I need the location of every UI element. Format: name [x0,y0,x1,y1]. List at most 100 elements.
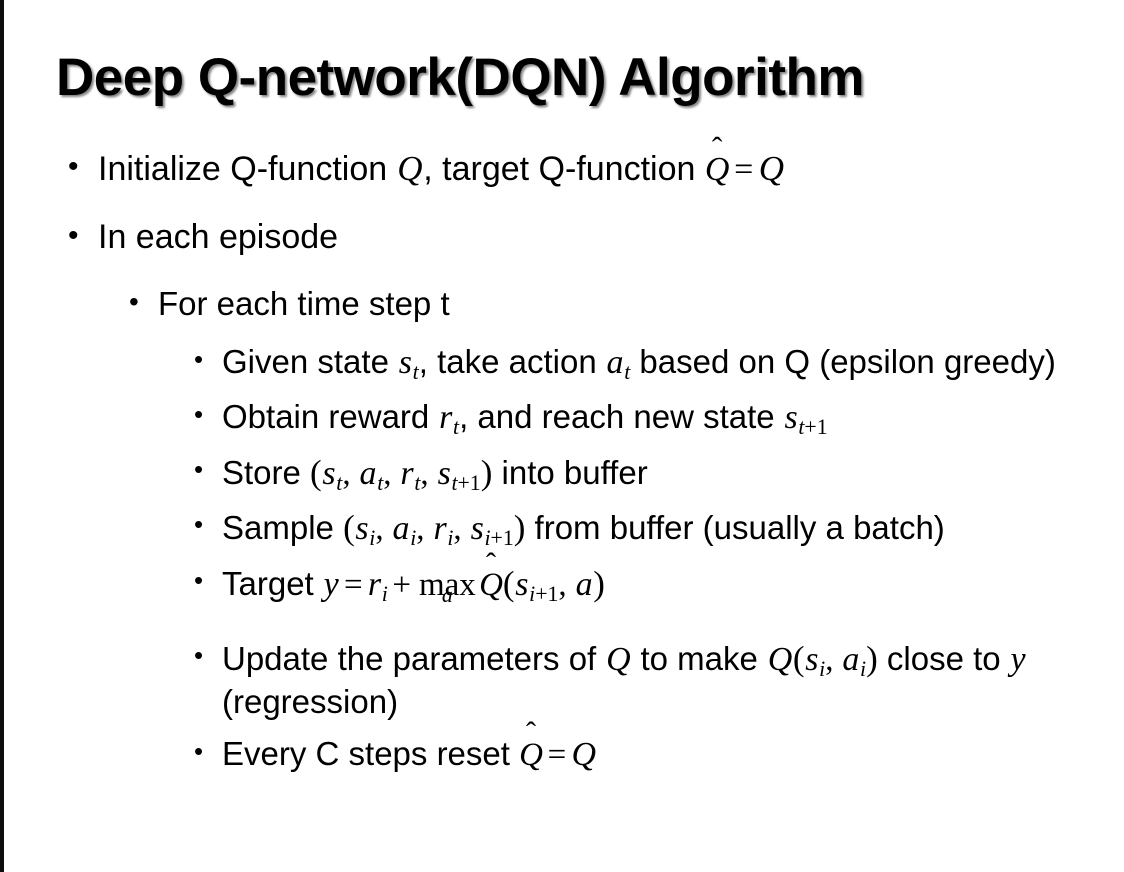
bullet-text: In each episode [98,217,339,256]
bullet-update-parameters: • Update the parameters of Q to make Q(s… [0,638,1124,723]
math-operator-plus: + [392,567,412,604]
bullet-marker-icon: • [194,344,204,375]
bullet-marker-icon: • [194,565,204,596]
math-subscript-i: i [369,526,376,551]
math-var-q: Q [704,151,730,188]
bullet-initialize-q-function: • Initialize Q-function Q, target Q-func… [0,148,1124,191]
text-run: into buffer [492,453,648,491]
math-var-q: Q [606,640,631,678]
text-run: Every C steps reset [222,734,520,772]
math-var-a: a [842,640,860,678]
math-var-a: a [606,344,624,382]
bullet-in-each-episode: • In each episode [0,217,1124,258]
text-run: close to [877,639,1010,677]
subscript-var: i [484,526,491,551]
text-run: from buffer (usually a batch) [525,509,945,547]
bullet-text: Sample (si, ai, ri, si+1) from buffer (u… [222,507,1124,552]
math-var-s: s [437,454,451,492]
math-var-s: s [398,344,412,382]
math-var-r: r [433,510,447,548]
math-q-hat: Q̂ [705,149,730,190]
math-separator: , [383,455,400,492]
bullet-store-into-buffer: • Store (st, at, rt, st+1) into buffer [0,452,1124,497]
bullet-marker-icon: • [68,150,79,183]
math-var-a: a [575,566,593,604]
subscript-offset: +1 [490,526,514,551]
math-subscript-i-plus-1: i+1 [484,527,513,551]
math-separator: , [342,455,359,492]
math-var-q: Q [767,640,793,678]
math-separator: , [375,511,392,548]
math-var-q: Q [758,149,785,188]
math-subscript-i: i [410,526,417,551]
math-paren-close: ) [866,638,878,678]
math-var-s: s [784,399,798,437]
math-subscript-t: t [412,360,419,385]
subscript-offset: +1 [535,582,559,607]
text-run: Obtain reward [222,398,439,436]
bullet-text: Update the parameters of Q to make Q(si,… [222,638,1124,723]
math-subscript-t: t [453,415,460,440]
math-subscript-i: i [860,656,867,681]
math-operator-equals: = [343,567,363,604]
bullet-text: Given state st, take action at based on … [222,342,1124,386]
slide-body: • Initialize Q-function Q, target Q-func… [0,148,1124,786]
bullet-obtain-reward-reach-new-state: • Obtain reward rt, and reach new state … [0,397,1124,441]
math-subscript-t: t [414,470,421,495]
bullet-marker-icon: • [194,453,204,484]
math-separator: , [825,641,842,678]
math-var-q: Q [519,736,543,773]
math-var-r: r [367,566,382,604]
math-var-a: a [392,510,410,548]
math-paren-open: ( [502,564,515,604]
max-label: max [418,567,476,604]
bullet-text: Initialize Q-function Q, target Q-functi… [98,148,1124,191]
math-subscript-t: t [377,470,384,495]
math-paren-open: ( [343,508,355,548]
math-var-q: Q [397,149,423,188]
math-subscript-i: i [819,656,826,681]
max-limit-variable: a [441,583,453,608]
slide-left-edge-strip [0,0,4,872]
subscript-offset: +1 [804,415,828,440]
math-paren-close: ) [513,508,526,548]
math-var-q: Q [571,735,597,773]
math-var-r: r [439,399,453,437]
math-var-s: s [355,510,369,548]
math-var-s: s [470,510,484,548]
math-q-hat: Q̂ [519,734,543,775]
subscript-var: i [529,582,536,607]
math-var-s: s [515,566,529,604]
subscript-var: t [798,415,805,440]
math-var-a: a [359,454,377,492]
bullet-marker-icon: • [194,735,204,766]
math-separator: , [453,511,470,548]
math-operator-equals: = [734,151,754,188]
text-run: Initialize Q-function [98,150,397,188]
text-run: based on Q (epsilon greedy) [630,343,1056,381]
bullet-marker-icon: • [194,399,204,430]
math-paren-close: ) [593,564,605,604]
math-var-r: r [400,454,414,492]
text-run: , and reach new state [459,398,784,436]
text-run: Store [222,453,311,491]
bullet-marker-icon: • [68,218,79,252]
bullet-given-state-take-action: • Given state st, take action at based o… [0,342,1124,386]
bullet-for-each-time-step: • For each time step t [0,284,1124,324]
text-run: (regression) [222,683,399,721]
math-var-q: Q [479,567,503,604]
bullet-text: Store (st, at, rt, st+1) into buffer [222,452,1124,497]
subscript-offset: +1 [457,470,481,495]
math-operator-equals: = [547,736,567,773]
math-subscript-i-plus-1: i+1 [529,582,558,606]
bullet-sample-from-buffer: • Sample (si, ai, ri, si+1) from buffer … [0,507,1124,552]
bullet-text: Every C steps reset Q̂=Q [222,734,1124,775]
math-subscript-t: t [336,470,343,495]
math-paren-open: ( [792,638,805,678]
subscript-var: t [451,470,458,495]
text-run: , take action [418,343,606,381]
bullet-every-c-steps-reset: • Every C steps reset Q̂=Q [0,734,1124,775]
